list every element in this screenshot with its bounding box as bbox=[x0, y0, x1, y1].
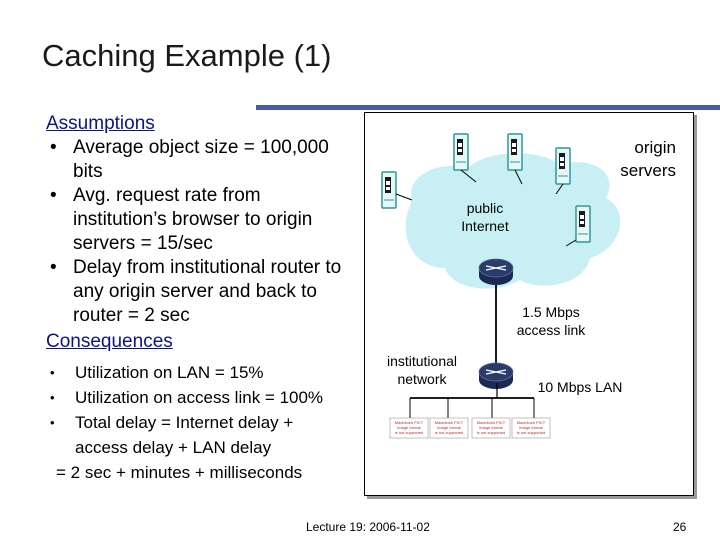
assumption-line: bits bbox=[73, 161, 103, 182]
total-delay-line: = 2 sec + minutes + milliseconds bbox=[56, 463, 303, 482]
access-link-label: 1.5 Mbps access link bbox=[506, 303, 596, 339]
assumption-line: servers = 15/sec bbox=[73, 233, 213, 254]
assumptions-header: Assumptions bbox=[46, 113, 155, 134]
lan-label: 10 Mbps LAN bbox=[537, 379, 623, 395]
bullet: • bbox=[50, 257, 57, 278]
lan-host-icon: Macintosh PICT image format is not suppo… bbox=[429, 417, 469, 439]
page-number: 26 bbox=[673, 520, 687, 534]
public-internet-cloud bbox=[405, 153, 621, 289]
assumption-line: institution’s browser to origin bbox=[73, 209, 313, 230]
assumption-item: • Average object size = 100,000 bits bbox=[46, 136, 376, 184]
assumption-line: Delay from institutional router to bbox=[73, 257, 342, 278]
assumption-line: Average object size = 100,000 bbox=[73, 137, 329, 158]
assumptions-list: • Average object size = 100,000 bits • A… bbox=[46, 136, 376, 328]
institutional-router-icon bbox=[478, 362, 514, 389]
bullet: • bbox=[50, 415, 55, 430]
host-label: Macintosh PICT bbox=[395, 420, 424, 425]
host-label: is not supported bbox=[517, 430, 545, 435]
consequence-item: • Utilization on LAN = 15% bbox=[46, 360, 376, 385]
assumption-line: any origin server and back to bbox=[73, 281, 317, 302]
institutional-network-label-line: institutional bbox=[386, 353, 458, 369]
host-label: image format bbox=[397, 425, 421, 430]
internet-router-icon bbox=[478, 258, 514, 285]
consequence-line: access delay + LAN delay bbox=[75, 438, 272, 457]
bullet: • bbox=[50, 137, 57, 158]
origin-server-icon bbox=[555, 147, 571, 195]
bullet: • bbox=[50, 390, 55, 405]
institutional-network-label: institutional network bbox=[378, 352, 466, 388]
assumption-item: • Delay from institutional router to any… bbox=[46, 256, 376, 328]
origin-servers-label-line: servers bbox=[620, 161, 676, 180]
consequence-line: Utilization on access link = 100% bbox=[75, 388, 324, 407]
consequence-line: Total delay = Internet delay + bbox=[75, 413, 294, 432]
slide-title: Caching Example (1) bbox=[42, 38, 332, 73]
consequences-header: Consequences bbox=[46, 331, 173, 352]
footer-lecture: Lecture 19: 2006-11-02 bbox=[306, 520, 430, 534]
bullet: • bbox=[50, 365, 55, 380]
assumption-item: • Avg. request rate from institution’s b… bbox=[46, 184, 376, 256]
origin-servers-label: origin servers bbox=[600, 136, 676, 182]
access-link-label-line: access link bbox=[516, 322, 586, 338]
public-internet-label-line: Internet bbox=[461, 218, 509, 234]
consequence-item: • Utilization on access link = 100% bbox=[46, 385, 376, 410]
host-label: image format bbox=[519, 425, 543, 430]
text-column: Assumptions • Average object size = 100,… bbox=[46, 112, 376, 485]
host-label: is not supported bbox=[477, 430, 505, 435]
origin-server-icon bbox=[453, 133, 477, 183]
origin-servers-label-line: origin bbox=[634, 138, 676, 157]
bullet: • bbox=[50, 185, 57, 206]
origin-server-icon bbox=[565, 205, 591, 247]
public-internet-label-line: public bbox=[466, 200, 504, 216]
consequence-line: Utilization on LAN = 15% bbox=[75, 363, 264, 382]
host-label: is not supported bbox=[435, 430, 463, 435]
host-label: Macintosh PICT bbox=[477, 420, 506, 425]
consequence-item: • Total delay = Internet delay + access … bbox=[46, 410, 376, 460]
origin-server-icon bbox=[381, 171, 413, 209]
access-link-label-line: 1.5 Mbps bbox=[522, 304, 580, 320]
consequences-list: • Utilization on LAN = 15% • Utilization… bbox=[46, 360, 376, 460]
host-label: is not supported bbox=[395, 430, 423, 435]
title-rule bbox=[256, 105, 720, 110]
assumption-line: Avg. request rate from bbox=[73, 185, 261, 206]
host-label: Macintosh PICT bbox=[517, 420, 546, 425]
institutional-network-label-line: network bbox=[397, 371, 447, 387]
host-label: image format bbox=[437, 425, 461, 430]
lan-host-icon: Macintosh PICT image format is not suppo… bbox=[511, 417, 551, 439]
origin-server-icon bbox=[507, 133, 523, 185]
public-internet-label: public Internet bbox=[448, 199, 522, 235]
lan-host-icon: Macintosh PICT image format is not suppo… bbox=[471, 417, 511, 439]
assumption-line: router = 2 sec bbox=[73, 305, 190, 326]
lan-host-icon: Macintosh PICT image format is not suppo… bbox=[389, 417, 429, 439]
host-label: image format bbox=[479, 425, 503, 430]
host-label: Macintosh PICT bbox=[435, 420, 464, 425]
